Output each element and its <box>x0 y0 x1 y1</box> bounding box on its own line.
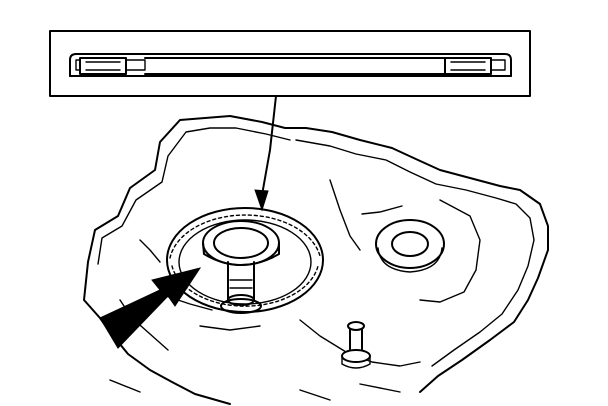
detail-inset-box <box>49 30 531 97</box>
output-shaft <box>220 261 262 314</box>
pointer-arrow <box>99 267 202 349</box>
callout-leader <box>254 95 277 212</box>
transmission-case-housing <box>83 115 549 405</box>
thrust-bearing <box>202 220 280 266</box>
case-bolt <box>341 321 371 369</box>
inset-part-profile <box>69 53 512 77</box>
case-boss <box>375 219 445 273</box>
